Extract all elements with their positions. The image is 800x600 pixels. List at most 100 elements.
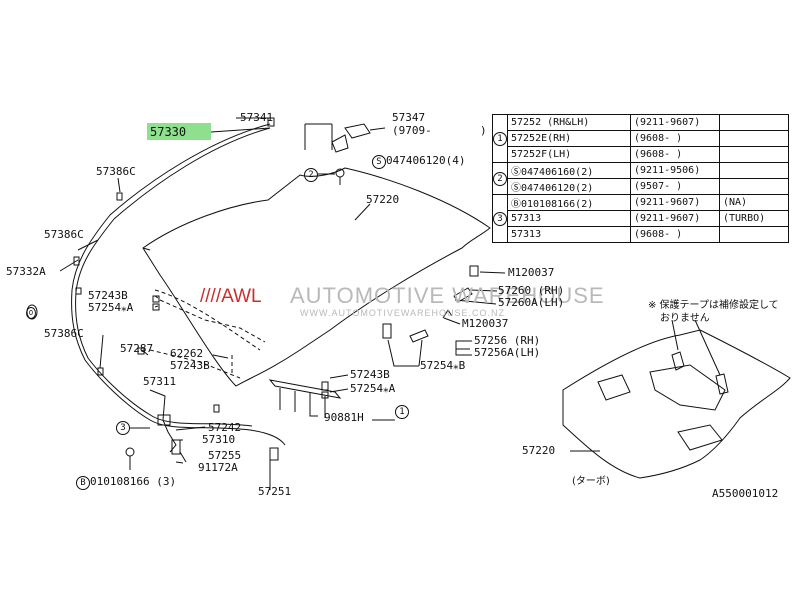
label-57287: 57287 <box>120 342 154 355</box>
label-57260: 57260 (RH) <box>498 284 565 297</box>
spec-period-cell: (9608- ) <box>630 130 720 147</box>
spec-part-cell: 57313 <box>507 210 631 227</box>
label-57347: 57347 <box>392 111 426 124</box>
label-57243b-right: 57243B <box>350 368 390 381</box>
label-57386c-low: 57386C <box>44 327 84 340</box>
small-parts-right <box>382 265 479 343</box>
spec-extra-cell <box>719 114 789 131</box>
spec-period-cell: (9211-9607) <box>630 194 720 211</box>
label-57254a-right: 57254⁎A <box>350 382 396 395</box>
spec-part-cell: 57252F(LH) <box>507 146 631 163</box>
spec-period-cell: (9507- ) <box>630 178 720 195</box>
spec-group-circle-icon: 1 <box>493 131 507 146</box>
seal-clips <box>26 192 279 461</box>
label-57386c-mid: 57386C <box>44 228 84 241</box>
note-line-1: ※ 保護テープは補修設定して <box>648 300 779 311</box>
label-57256: 57256 (RH) <box>474 334 541 347</box>
ref-1-circle-icon: 1 <box>395 405 409 419</box>
watermark-prefix: ////AWL <box>200 286 262 307</box>
ref-2-circle-icon: 2 <box>304 168 318 182</box>
watermark-name: AUTOMOTIVE WAREHOUSE <box>290 283 605 308</box>
hinge-bracket <box>267 117 371 185</box>
spec-period-cell: (9211-9607) <box>630 210 720 227</box>
watermark-url: WWW.AUTOMOTIVEWAREHOUSE.CO.NZ <box>300 308 505 318</box>
label-57220-turbo: 57220 <box>522 444 556 457</box>
turbo-hood <box>562 329 791 479</box>
spec-extra-cell <box>719 130 789 147</box>
label-57310: 57310 <box>202 433 236 446</box>
label-57330: 57330 <box>150 125 187 139</box>
label-57341: 57341 <box>240 111 274 124</box>
label-m120037-low: M120037 <box>462 317 509 330</box>
spec-part-cell: Ⓑ010108166(2) <box>507 194 631 211</box>
label-57251: 57251 <box>258 485 292 498</box>
label-m120037-top: M120037 <box>508 266 555 279</box>
spec-group-cell: 3 <box>492 194 508 243</box>
leader-lines <box>59 117 721 490</box>
spec-part-cell: 57252E(RH) <box>507 130 631 147</box>
spec-group-cell: 1 <box>492 114 508 163</box>
hood-reinforcement <box>268 379 342 418</box>
hood-brace <box>149 299 266 379</box>
spec-part-cell: 57313 <box>507 226 631 243</box>
spec-period-cell: (9211-9607) <box>630 114 720 131</box>
spec-extra-cell: (TURBO) <box>719 210 789 227</box>
label-57256a: 57256A(LH) <box>474 346 541 359</box>
spec-period-cell: (9211-9506) <box>630 162 720 179</box>
spec-extra-cell: (NA) <box>719 194 789 211</box>
label-57332a: 57332A <box>6 265 46 278</box>
spec-extra-cell <box>719 162 789 179</box>
b-bolt-number: 010108166 (3) <box>90 475 177 488</box>
label-90881h: 90881H <box>324 411 364 424</box>
label-57347-close: ) <box>480 124 487 137</box>
s-circle-icon: S <box>372 155 386 169</box>
label-57311: 57311 <box>143 375 177 388</box>
spec-part-cell: Ⓢ047406160(2) <box>507 162 631 179</box>
label-91172a: 91172A <box>198 461 238 474</box>
s-bolt-number: 047406120(4) <box>386 154 466 167</box>
label-57242: 57242 <box>208 421 242 434</box>
spec-extra-cell <box>719 178 789 195</box>
label-57386c-top: 57386C <box>96 165 136 178</box>
hood-seal-outline <box>71 123 286 446</box>
ref-3-circle-icon: 3 <box>116 421 130 435</box>
spec-row: 57313(9608- ) <box>493 226 789 243</box>
spec-row: 57252F(LH)(9608- ) <box>493 146 789 163</box>
ring-circle-icon: O <box>26 307 36 319</box>
ref-3-callout: 3 <box>116 421 130 435</box>
label-57243b-mid: 57243B <box>170 359 210 372</box>
spec-part-cell: Ⓢ047406120(2) <box>507 178 631 195</box>
spec-part-cell: 57252 (RH&LH) <box>507 114 631 131</box>
spec-row: 57313(9211-9607)(TURBO) <box>493 210 789 227</box>
turbo-label: (ターボ) <box>572 476 610 487</box>
spec-row: 57252E(RH)(9608- ) <box>493 130 789 147</box>
label-57254a-left: 57254⁎A <box>88 301 134 314</box>
label-57255: 57255 <box>208 449 242 462</box>
spec-extra-cell <box>719 146 789 163</box>
spec-period-cell: (9608- ) <box>630 146 720 163</box>
ref-1-callout: 1 <box>395 405 409 419</box>
label-57260a: 57260A(LH) <box>498 296 565 309</box>
spec-row: Ⓢ047406120(2)(9507- ) <box>493 178 789 195</box>
label-62262: 62262 <box>170 347 204 360</box>
label-57254b: 57254⁎B <box>420 359 466 372</box>
ring-callout: O <box>26 306 36 319</box>
spec-group-cell: 2 <box>492 162 508 195</box>
highlight-57330 <box>147 123 211 140</box>
label-57243b-left: 57243B <box>88 289 128 302</box>
b-circle-icon: B <box>76 476 90 490</box>
hood-panel <box>142 167 491 387</box>
figure-id: A550001012 <box>712 487 779 500</box>
note-line-2: おりません <box>660 313 710 324</box>
spec-group-circle-icon: 2 <box>493 171 507 186</box>
ref-2-callout: 2 <box>304 168 318 182</box>
spec-extra-cell <box>719 226 789 243</box>
spec-group-circle-icon: 3 <box>493 211 507 226</box>
